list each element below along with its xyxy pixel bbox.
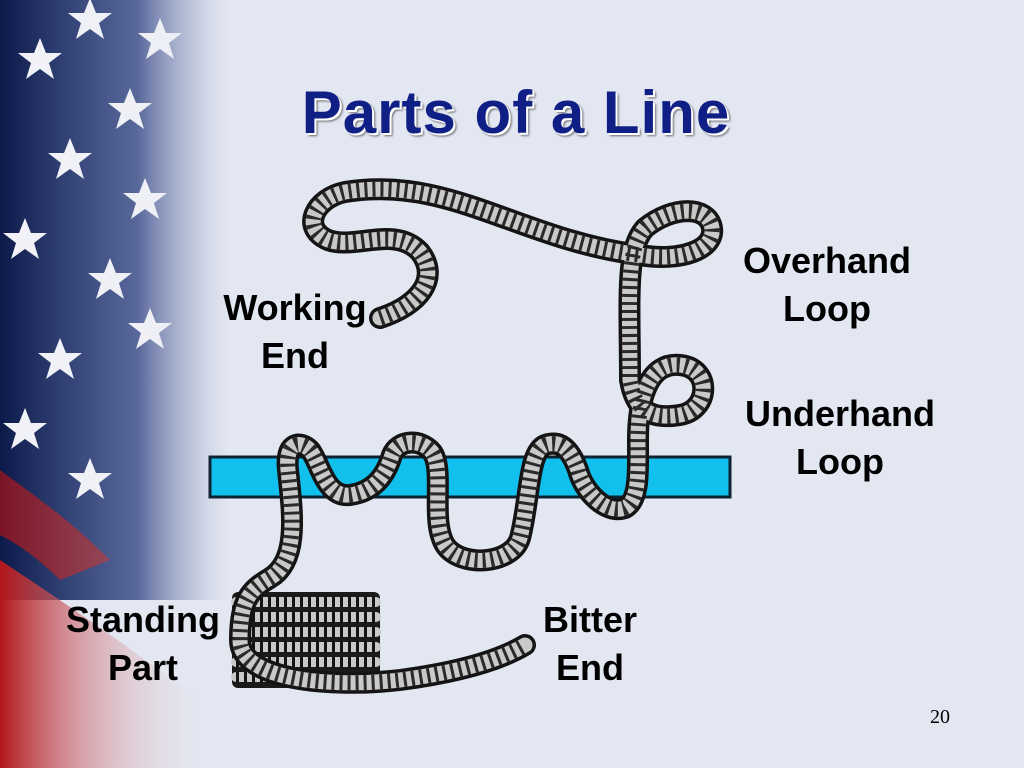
- label-standing-part-line1: Standing: [66, 599, 220, 640]
- label-bitter-end: Bitter End: [520, 596, 660, 692]
- label-bitter-end-line1: Bitter: [542, 599, 637, 640]
- label-standing-part-line2: Part: [107, 647, 179, 688]
- slide-title: Parts of a Line: [301, 79, 731, 146]
- label-working-end: Working End: [200, 284, 390, 380]
- label-working-end-line2: End: [261, 335, 329, 376]
- label-underhand-loop-line1: Underhand: [744, 393, 935, 434]
- label-underhand-loop: Underhand Loop: [730, 390, 950, 486]
- label-working-end-line1: Working: [223, 287, 367, 328]
- label-overhand-loop-line1: Overhand: [742, 240, 912, 281]
- label-overhand-loop: Overhand Loop: [722, 237, 932, 333]
- label-standing-part: Standing Part: [48, 596, 238, 692]
- label-overhand-loop-line2: Loop: [783, 288, 871, 329]
- label-underhand-loop-line2: Loop: [796, 441, 884, 482]
- label-bitter-end-line2: End: [556, 647, 624, 688]
- slide-number: 20: [930, 706, 950, 728]
